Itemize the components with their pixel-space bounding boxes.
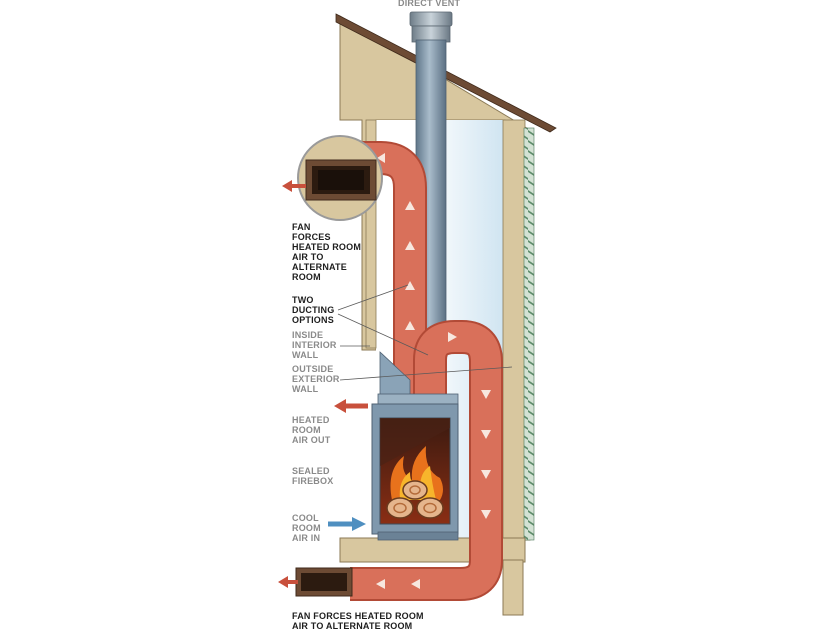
two-ducting-options-label: TWO DUCTING OPTIONS [292,295,335,325]
inside-interior-wall-label: INSIDE INTERIOR WALL [292,330,337,360]
heated-air-arrow-lower [278,576,298,588]
interior-wall-stud [365,119,377,349]
siding [523,127,535,541]
direct-vent-label: DIRECT VENT [398,0,461,8]
foundation-wall [502,559,524,616]
heated-air-out-arrow [334,399,368,413]
cool-room-air-in-label: COOL ROOM AIR IN [292,513,321,543]
upper-wall-vent-detail [297,135,383,221]
outside-exterior-wall-label: OUTSIDE EXTERIOR WALL [292,364,340,394]
vent-cap [409,11,453,27]
logs [386,480,444,519]
fan-forces-lower-label: FAN FORCES HEATED ROOM AIR TO ALTERNATE … [292,611,424,631]
lower-wall-vent [295,567,353,597]
sealed-firebox-label: SEALED FIREBOX [292,466,334,486]
heated-room-air-out-label: HEATED ROOM AIR OUT [292,415,331,445]
fan-forces-upper-label: FAN FORCES HEATED ROOM AIR TO ALTERNATE … [292,222,362,282]
cool-air-in-arrow [328,517,366,531]
firebox-base [377,531,459,541]
duct-flow-arrows [376,153,491,589]
firebox-top [377,393,459,405]
exterior-wall [502,119,526,541]
heated-air-arrow-upper [282,180,306,192]
leader-lines [337,284,513,381]
